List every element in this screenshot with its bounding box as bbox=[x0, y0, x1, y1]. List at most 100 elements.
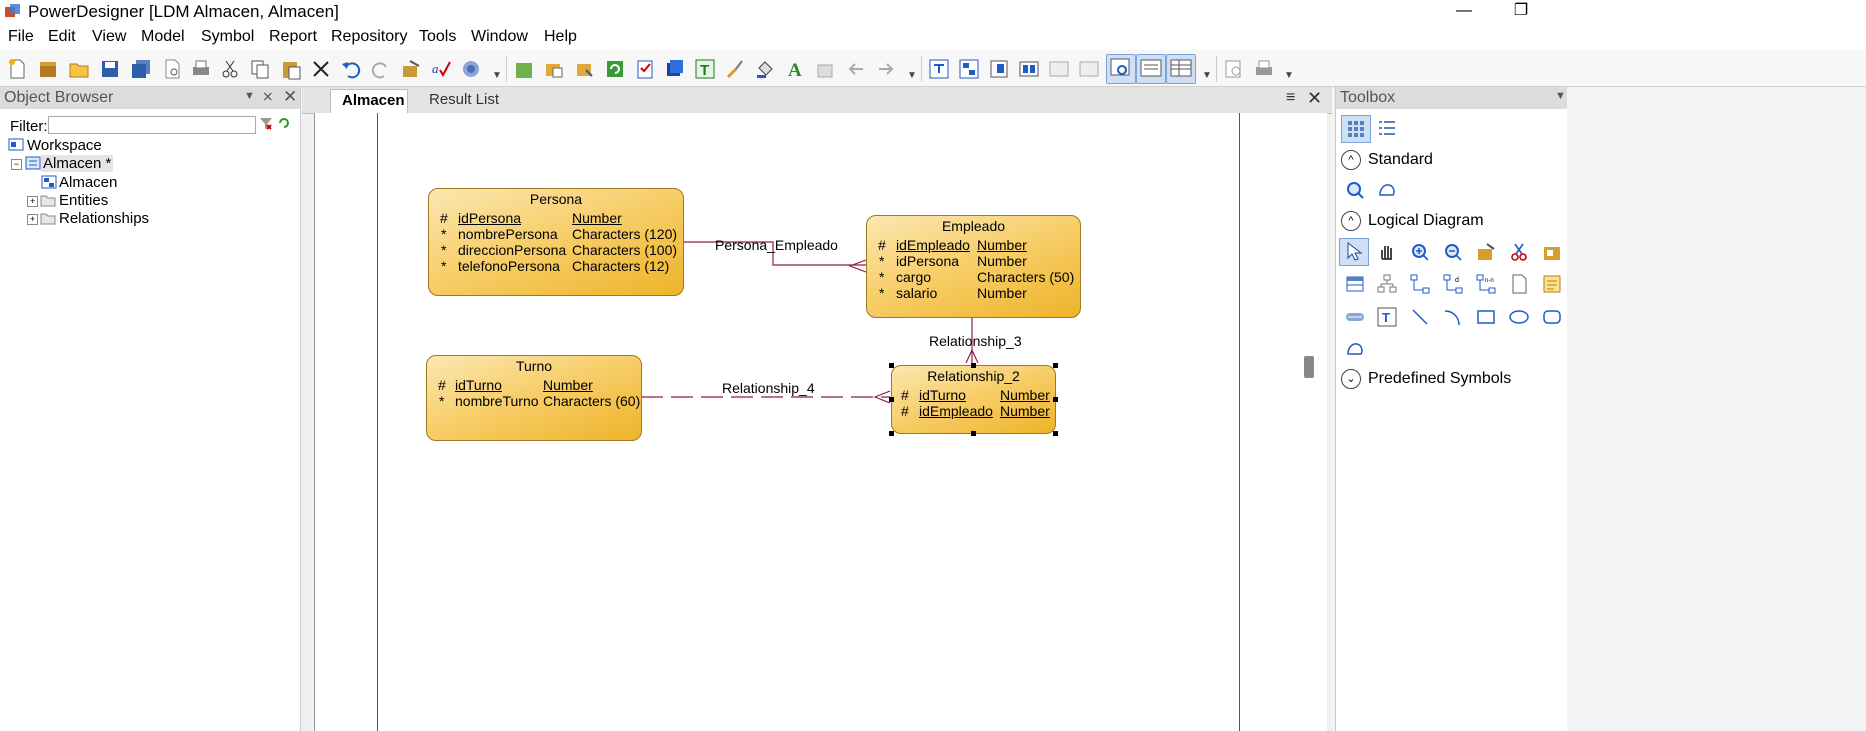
section-standard[interactable]: ^ Standard bbox=[1336, 147, 1567, 175]
expand-icon[interactable]: + bbox=[27, 214, 38, 225]
relationship-label-persona-empleado[interactable]: Persona_Empleado bbox=[715, 237, 838, 253]
pin-icon[interactable]: ⨯ bbox=[262, 88, 274, 104]
inheritance-tool-icon[interactable] bbox=[1376, 273, 1398, 295]
toolbar-overflow-icon[interactable]: ▼ bbox=[907, 70, 917, 81]
output-view-icon[interactable] bbox=[1136, 54, 1166, 84]
file-tool-icon[interactable] bbox=[1508, 273, 1530, 295]
shape-icon[interactable] bbox=[664, 58, 686, 80]
text-tool-icon[interactable]: T bbox=[1376, 306, 1398, 328]
zoom-out-icon[interactable] bbox=[1442, 241, 1464, 263]
many-to-many-tool-icon[interactable]: n-n bbox=[1475, 273, 1497, 295]
menu-help[interactable]: Help bbox=[544, 28, 577, 45]
association-tool-icon[interactable]: d bbox=[1442, 273, 1464, 295]
selection-handle[interactable] bbox=[1053, 397, 1058, 402]
toolbar-overflow-icon[interactable]: ▼ bbox=[1202, 70, 1212, 81]
diagram-canvas[interactable]: Persona # idPersona Number * nombrePerso… bbox=[314, 113, 1327, 731]
entity-empleado[interactable]: Empleado # idEmpleado Number * idPersona… bbox=[866, 215, 1081, 318]
tree-item-workspace[interactable]: Workspace bbox=[27, 137, 102, 154]
ellipse-tool-icon[interactable] bbox=[1508, 306, 1530, 328]
toolbar-overflow-icon[interactable]: ▼ bbox=[492, 70, 502, 81]
link-tool-icon[interactable] bbox=[1344, 306, 1366, 328]
properties-tool-icon[interactable] bbox=[1541, 241, 1563, 263]
delete-icon[interactable] bbox=[310, 58, 332, 80]
menu-tools[interactable]: Tools bbox=[419, 28, 457, 45]
entity-turno[interactable]: Turno # idTurno Number * nombreTurno Cha… bbox=[426, 355, 642, 441]
new-diagram-icon[interactable] bbox=[513, 58, 535, 80]
menu-window[interactable]: Window bbox=[471, 28, 528, 45]
save-all-icon[interactable] bbox=[130, 58, 152, 80]
table-layout-icon[interactable] bbox=[1078, 58, 1100, 80]
menu-edit[interactable]: Edit bbox=[48, 28, 76, 45]
result-list-view-icon[interactable] bbox=[1166, 54, 1196, 84]
rounded-rectangle-tool-icon[interactable] bbox=[1541, 306, 1563, 328]
browser-view-icon[interactable] bbox=[1106, 54, 1136, 84]
section-predefined-symbols[interactable]: ⌄ Predefined Symbols bbox=[1336, 366, 1567, 394]
clear-filter-icon[interactable] bbox=[258, 116, 272, 130]
tree-item-entities[interactable]: Entities bbox=[59, 192, 109, 209]
menu-model[interactable]: Model bbox=[141, 28, 185, 45]
grid-layout-icon[interactable] bbox=[1048, 58, 1070, 80]
collapse-section-icon[interactable]: ^ bbox=[1341, 211, 1361, 231]
panel-menu-icon[interactable]: ▼ bbox=[244, 90, 255, 102]
navigate-back-icon[interactable] bbox=[845, 58, 867, 80]
grabber-tool-icon[interactable] bbox=[1376, 241, 1398, 263]
entity-tool-icon[interactable] bbox=[1344, 273, 1366, 295]
tree-item-relationships[interactable]: Relationships bbox=[59, 210, 150, 227]
text-frame-icon[interactable]: T bbox=[694, 58, 716, 80]
selection-handle[interactable] bbox=[889, 363, 894, 368]
navigate-forward-icon[interactable] bbox=[875, 58, 897, 80]
export-icon[interactable] bbox=[815, 58, 837, 80]
tab-almacen[interactable]: Almacen bbox=[330, 89, 408, 113]
large-icons-view-icon[interactable] bbox=[1341, 115, 1371, 143]
arc-tool-icon[interactable] bbox=[1442, 306, 1464, 328]
rectangle-tool-icon[interactable] bbox=[1475, 306, 1497, 328]
free-symbol-icon[interactable] bbox=[1376, 179, 1398, 201]
tree-item-diagram[interactable]: Almacen bbox=[59, 174, 118, 191]
layout-tree-icon[interactable] bbox=[928, 58, 950, 80]
spell-check-icon[interactable]: a bbox=[430, 58, 452, 80]
expand-section-icon[interactable]: ⌄ bbox=[1341, 369, 1361, 389]
close-document-icon[interactable]: ✕ bbox=[1307, 88, 1323, 108]
page-icon[interactable] bbox=[988, 58, 1010, 80]
section-logical-diagram[interactable]: ^ Logical Diagram bbox=[1336, 208, 1567, 236]
selection-handle[interactable] bbox=[971, 363, 976, 368]
redo-icon[interactable] bbox=[370, 58, 392, 80]
zoom-tool-icon[interactable] bbox=[1344, 179, 1366, 201]
menu-report[interactable]: Report bbox=[269, 28, 318, 45]
menu-symbol[interactable]: Symbol bbox=[201, 28, 255, 45]
vertical-scrollbar-thumb[interactable] bbox=[1304, 356, 1314, 378]
print-preview-icon[interactable] bbox=[161, 58, 183, 80]
print-diagram-icon[interactable] bbox=[1253, 58, 1275, 80]
check-model-icon[interactable] bbox=[460, 58, 482, 80]
polyline-tool-icon[interactable] bbox=[1344, 338, 1366, 360]
check-list-icon[interactable] bbox=[634, 58, 656, 80]
tab-result-list[interactable]: Result List bbox=[422, 89, 504, 111]
cut-icon[interactable] bbox=[219, 58, 241, 80]
toolbar-overflow-icon[interactable]: ▼ bbox=[1284, 70, 1294, 81]
layout-hierarchy-icon[interactable] bbox=[958, 58, 980, 80]
entity-relationship-2[interactable]: Relationship_2 # idTurno Number # idEmpl… bbox=[891, 365, 1056, 434]
merge-icon[interactable] bbox=[574, 58, 596, 80]
menu-repository[interactable]: Repository bbox=[331, 28, 408, 45]
line-tool-icon[interactable] bbox=[1409, 306, 1431, 328]
restore-button[interactable]: ❐ bbox=[1513, 2, 1529, 19]
zoom-page-icon[interactable] bbox=[1223, 58, 1245, 80]
apply-filter-icon[interactable] bbox=[277, 116, 291, 130]
zoom-in-icon[interactable] bbox=[1409, 241, 1431, 263]
selection-handle[interactable] bbox=[889, 397, 894, 402]
fill-icon[interactable] bbox=[754, 58, 776, 80]
paste-icon[interactable] bbox=[280, 58, 302, 80]
list-view-icon[interactable] bbox=[1376, 117, 1398, 139]
selection-handle[interactable] bbox=[889, 431, 894, 436]
filter-input[interactable] bbox=[48, 116, 256, 134]
properties-icon[interactable] bbox=[400, 58, 422, 80]
print-icon[interactable] bbox=[190, 58, 212, 80]
open-package-icon[interactable] bbox=[1475, 241, 1497, 263]
collapse-icon[interactable]: − bbox=[11, 159, 22, 170]
entity-persona[interactable]: Persona # idPersona Number * nombrePerso… bbox=[428, 188, 684, 296]
window-list-icon[interactable]: ≡ bbox=[1286, 89, 1296, 106]
undo-icon[interactable] bbox=[340, 58, 362, 80]
two-pages-icon[interactable] bbox=[1018, 58, 1040, 80]
tree-item-model[interactable]: Almacen * bbox=[41, 155, 114, 172]
collapse-section-icon[interactable]: ^ bbox=[1341, 150, 1361, 170]
